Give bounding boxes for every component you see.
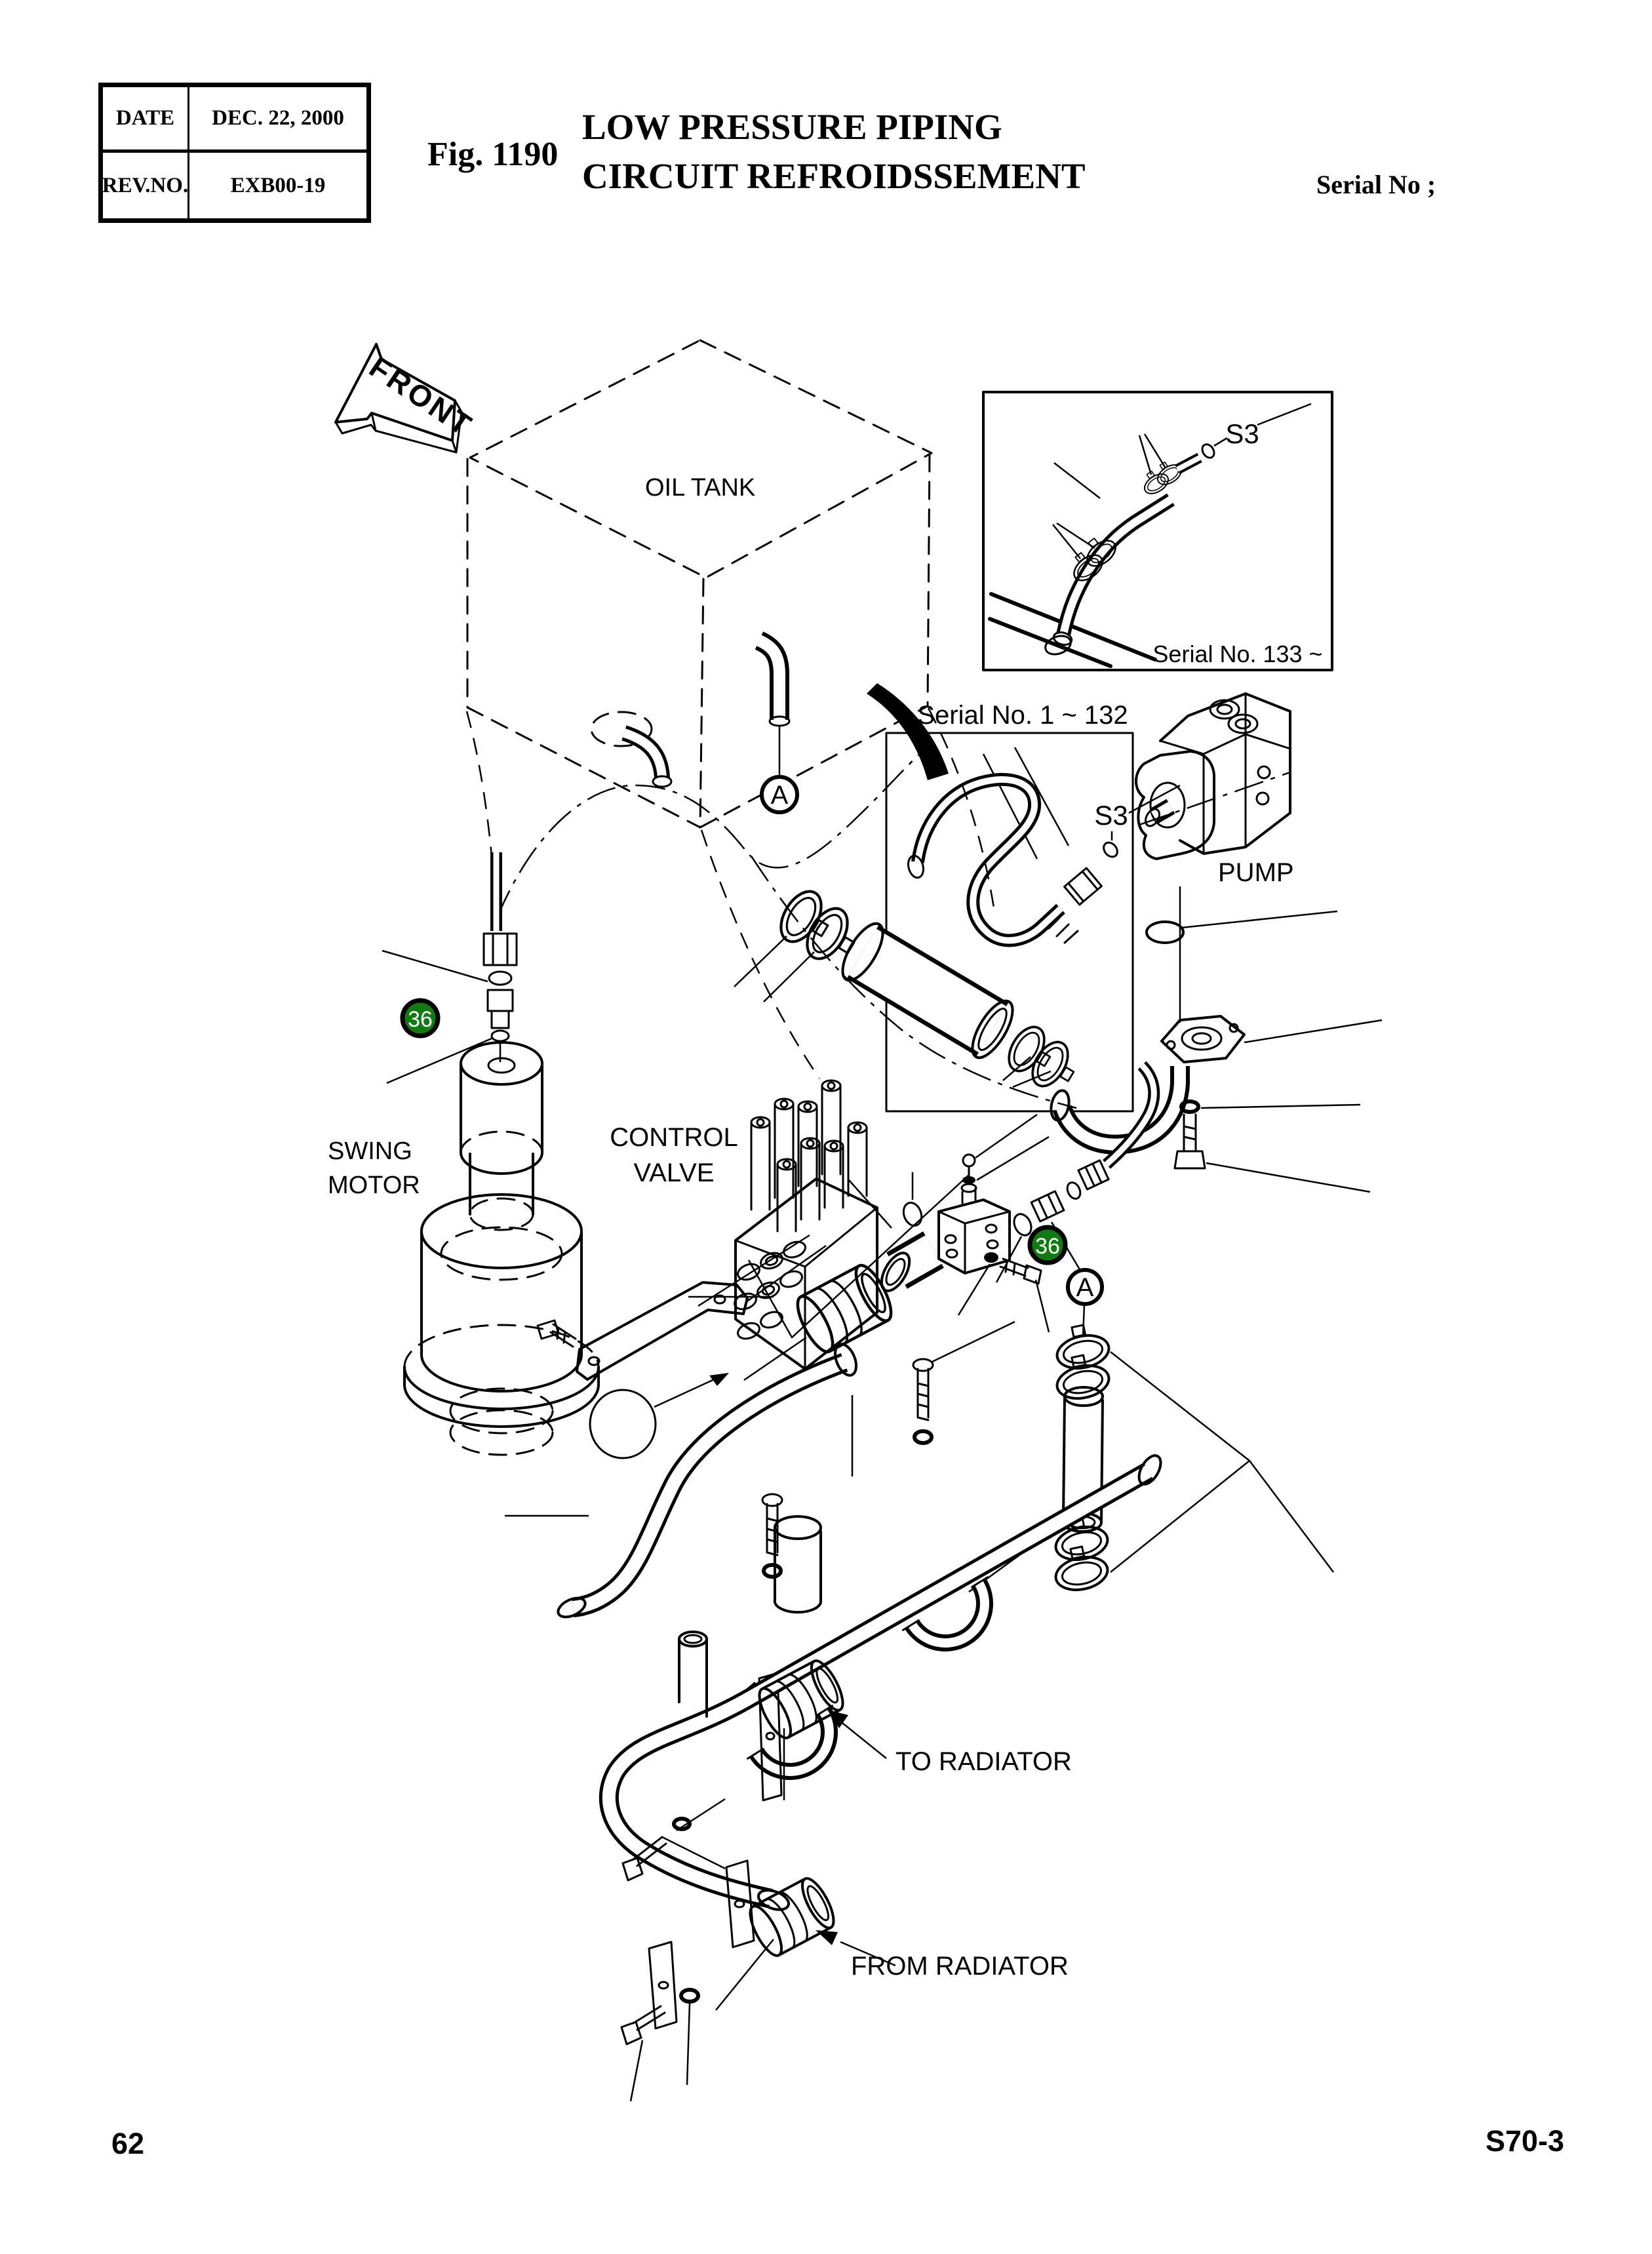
hose-routing-lines (465, 707, 1077, 1109)
s3-label-inset: S3 (1225, 418, 1259, 449)
detail-a-pipe: A (1049, 1268, 1334, 1596)
cooler-tube-assembly (734, 884, 1085, 1099)
to-radiator-label: TO RADIATOR (895, 1747, 1072, 1776)
swing-motor-label-line1: SWING (328, 1137, 412, 1165)
main-pipes (599, 1454, 1162, 1911)
part-36-badge-1 (400, 998, 441, 1038)
serial-133-label: Serial No. 133 ~ (1152, 641, 1322, 667)
oil-tank: OIL TANK (466, 339, 933, 829)
hose-clamp (773, 884, 839, 955)
bolt (761, 1493, 783, 1556)
detail-a-balloon-2 (1066, 1268, 1104, 1306)
pump-elbow-assembly (1050, 910, 1383, 1193)
figure-title-line2: CIRCUIT REFROIDSSEMENT (582, 156, 1086, 196)
from-radiator: FROM RADIATOR (620, 1798, 1069, 2102)
hose-clamp (799, 901, 865, 972)
serial-no-heading: Serial No ; (1316, 170, 1436, 199)
control-valve-label-line2: VALVE (633, 1158, 714, 1187)
date-value: DEC. 22, 2000 (189, 87, 366, 153)
tank-breather-tube: A (755, 631, 799, 814)
bolt (912, 1358, 934, 1421)
pump-label: PUMP (1218, 858, 1294, 887)
serial-1-132-label: Serial No. 1 ~ 132 (917, 701, 1128, 730)
figure-title-line1: LOW PRESSURE PIPING (582, 107, 1002, 147)
front-arrow: FRONT (334, 343, 479, 454)
inset-serial-133: S3 Serial No. 133 ~ (982, 391, 1333, 671)
detail-a-balloon-1-label: A (771, 781, 789, 810)
oil-tank-label: OIL TANK (645, 474, 755, 502)
from-radiator-label: FROM RADIATOR (851, 1952, 1069, 1981)
s3-label-main: S3 (1094, 800, 1128, 831)
revno-value: EXB00-19 (230, 173, 326, 197)
swing-motor-label-line2: MOTOR (328, 1172, 420, 1199)
part-36-badge-2-label: 36 (1035, 1234, 1060, 1259)
page-number: 62 (111, 2127, 145, 2160)
doc-code: S70-3 (1485, 2124, 1565, 2158)
empty-callout-balloon (589, 1389, 657, 1459)
serial-1-132-box: Serial No. 1 ~ 132 S3 (885, 701, 1181, 1113)
date-label: DATE (103, 87, 189, 153)
revno-label: REV.NO. (102, 153, 189, 218)
control-valve-label-line1: CONTROL (610, 1123, 738, 1152)
figure-title: LOW PRESSURE PIPING CIRCUIT REFROIDSSEME… (582, 102, 1086, 201)
center-pipe-assembly (505, 1320, 1042, 1802)
to-radiator: TO RADIATOR (753, 1657, 1072, 1800)
figure-number: Fig. 1190 (427, 136, 559, 173)
from-radiator-arrow (840, 1941, 896, 1967)
flow-arrow (867, 683, 949, 780)
revision-table: DATE DEC. 22, 2000 REV.NO. EXB00-19 (98, 83, 371, 223)
to-radiator-arrow (838, 1720, 887, 1759)
hose-clamp (1024, 1035, 1085, 1099)
manifold-assembly: 36 (743, 1061, 1160, 1381)
detail-a-balloon-1 (760, 775, 799, 814)
bracket-assembly (536, 1234, 827, 1459)
detail-a-balloon-2-label: A (1076, 1273, 1094, 1302)
leader-arrowhead (709, 1373, 729, 1386)
hose-clamp (1000, 1019, 1061, 1084)
part-36-badge-1-label: 36 (408, 1007, 433, 1032)
part-36-badge-2 (1027, 1225, 1068, 1265)
swing-motor-assembly: 36 SWING MOTOR (328, 852, 600, 1456)
pump: PUMP (1135, 692, 1294, 1023)
